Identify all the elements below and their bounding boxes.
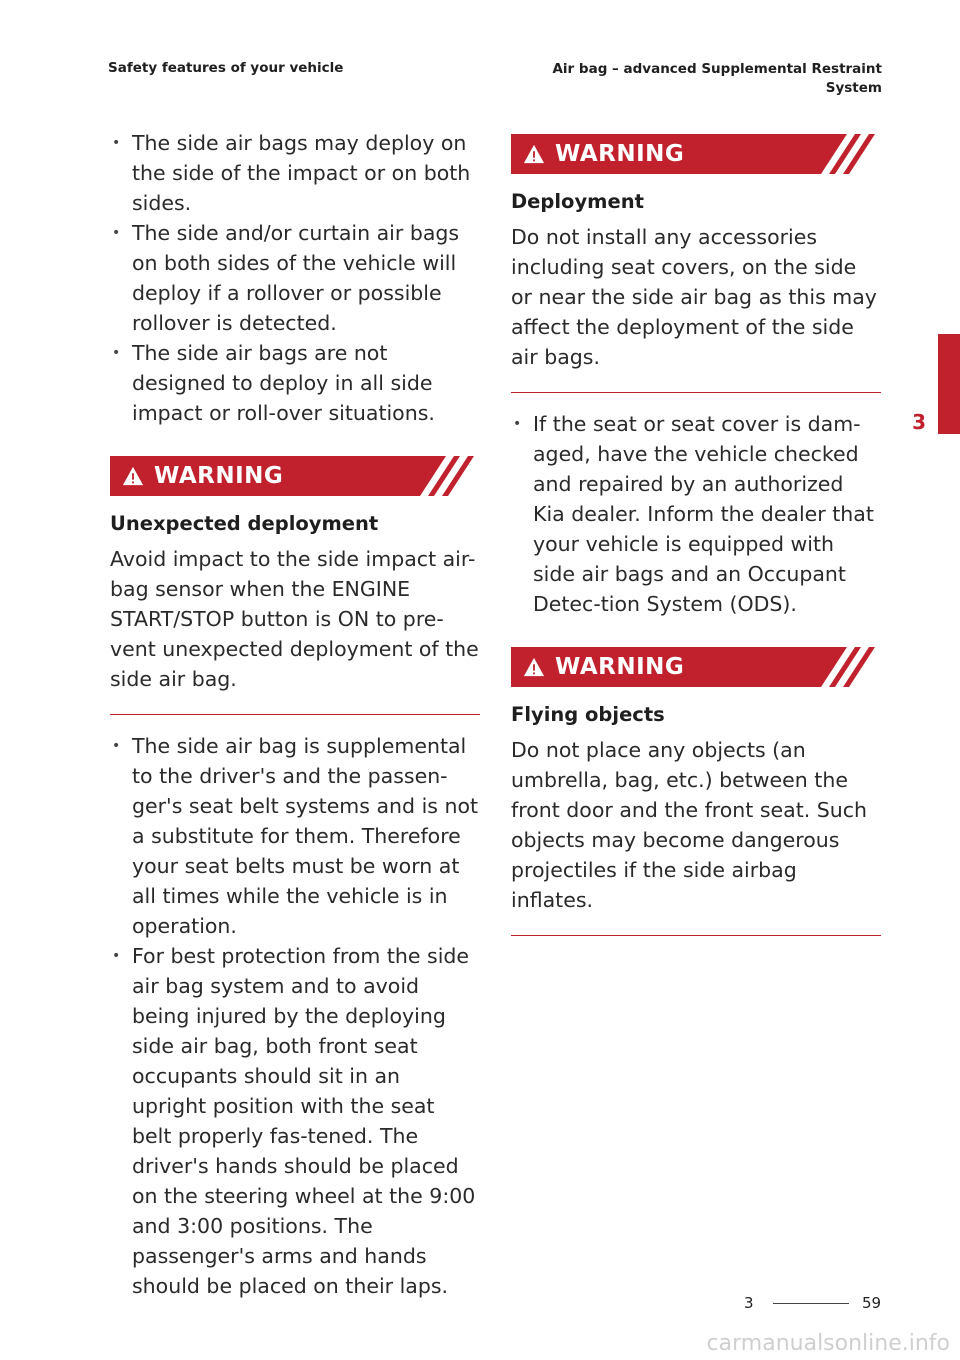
list-item: If the seat or seat cover is dam-aged, h… xyxy=(511,409,881,619)
warning-title: Deployment xyxy=(511,190,644,213)
list-item: The side and/or curtain air bags on both… xyxy=(110,218,480,338)
warning-divider xyxy=(511,392,881,393)
warning-stripes-decoration xyxy=(420,456,480,496)
list-item: The side air bags are not designed to de… xyxy=(110,338,480,428)
bullet-list-top: The side air bags may deploy on the side… xyxy=(110,128,480,428)
running-header-right-line2: System xyxy=(825,80,882,96)
warning-banner: WARNING xyxy=(511,647,881,687)
warning-stripes-decoration xyxy=(821,647,881,687)
chapter-number: 3 xyxy=(912,410,926,434)
list-item: The side air bags may deploy on the side… xyxy=(110,128,480,218)
warning-divider xyxy=(110,714,480,715)
warning-label: WARNING xyxy=(555,141,685,167)
running-header-right-line1: Air bag – advanced Supplemental Restrain… xyxy=(552,61,882,77)
warning-body: Avoid impact to the side impact air-bag … xyxy=(110,547,479,691)
warning-banner: WARNING xyxy=(110,456,480,496)
warning-title: Unexpected deployment xyxy=(110,512,379,535)
bullet-list: If the seat or seat cover is dam-aged, h… xyxy=(511,409,881,619)
list-item: For best protection from the side air ba… xyxy=(110,941,480,1301)
warning-label: WARNING xyxy=(555,654,685,680)
warning-triangle-icon xyxy=(523,144,545,164)
warning-title: Flying objects xyxy=(511,703,665,726)
list-item: The side air bag is supplemental to the … xyxy=(110,731,480,941)
footer-section-number: 3 xyxy=(744,1294,754,1312)
chapter-tab xyxy=(938,334,960,434)
warning-triangle-icon xyxy=(523,657,545,677)
page-number: 59 xyxy=(862,1294,882,1312)
left-column: The side air bags may deploy on the side… xyxy=(110,128,480,1301)
running-header-right: Air bag – advanced Supplemental Restrain… xyxy=(522,60,882,98)
right-column: WARNING Deployment Do not install any ac… xyxy=(511,134,881,936)
warning-stripes-decoration xyxy=(821,134,881,174)
bullet-list-bottom: The side air bag is supplemental to the … xyxy=(110,731,480,1301)
warning-triangle-icon xyxy=(122,466,144,486)
running-header-left: Safety features of your vehicle xyxy=(108,60,344,76)
warning-banner: WARNING xyxy=(511,134,881,174)
warning-label: WARNING xyxy=(154,463,284,489)
warning-body: Do not install any accessories including… xyxy=(511,225,877,369)
warning-body: Do not place any objects (an umbrella, b… xyxy=(511,738,868,912)
warning-divider xyxy=(511,935,881,936)
watermark: carmanualsonline.info xyxy=(706,1331,950,1356)
footer-divider xyxy=(773,1303,849,1304)
